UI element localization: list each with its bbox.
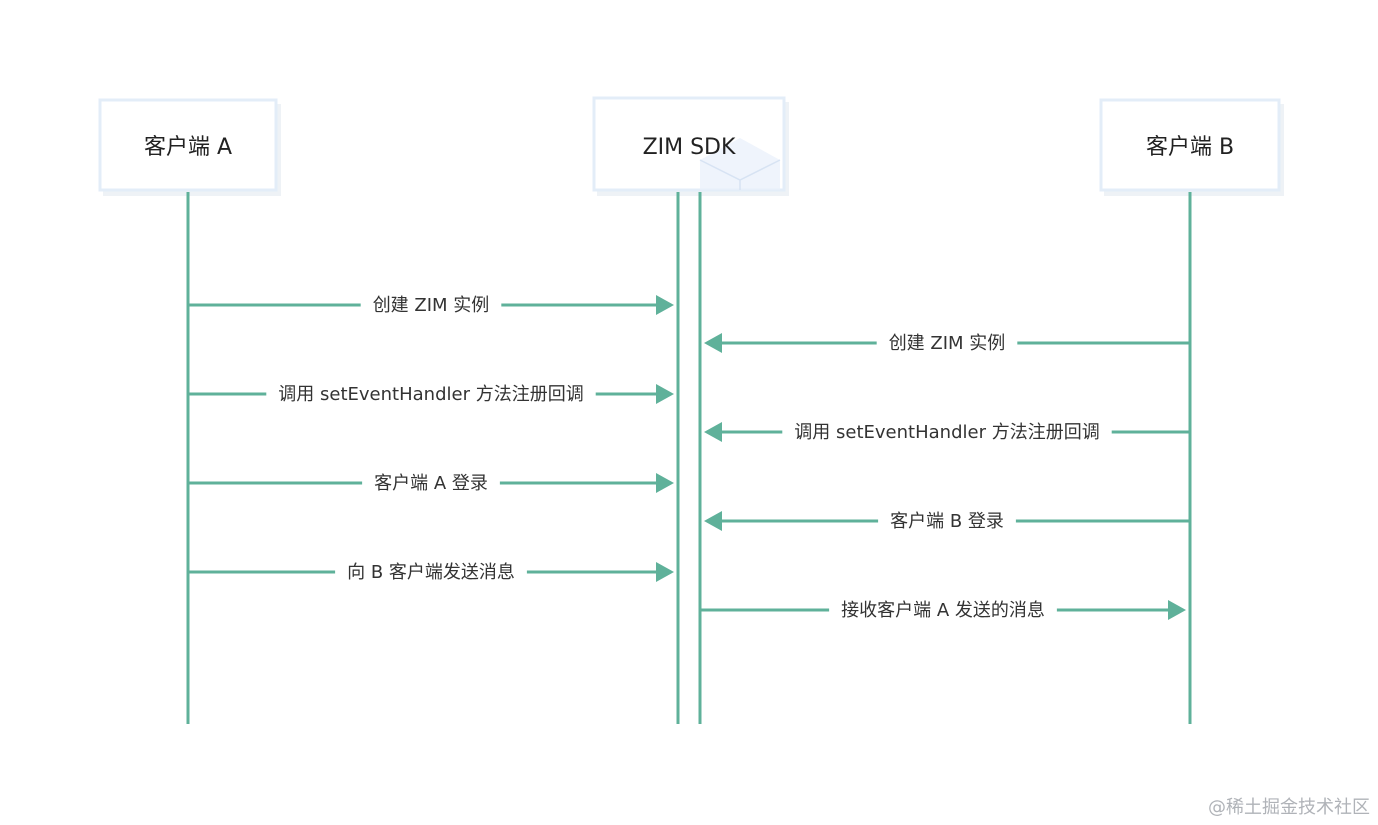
message-label: 向 B 客户端发送消息 (347, 562, 515, 583)
message-label: 创建 ZIM 实例 (889, 333, 1006, 354)
message-label: 调用 setEventHandler 方法注册回调 (794, 422, 1099, 443)
message-label: 接收客户端 A 发送的消息 (841, 600, 1045, 621)
message-7: 向 B 客户端发送消息 (188, 562, 674, 583)
arrow-head-icon (656, 384, 674, 404)
message-5: 客户端 A 登录 (188, 473, 674, 494)
arrow-head-icon (704, 422, 722, 442)
message-3: 调用 setEventHandler 方法注册回调 (188, 384, 674, 405)
message-4: 调用 setEventHandler 方法注册回调 (704, 422, 1190, 443)
watermark: @稀土掘金技术社区 (1208, 797, 1370, 818)
actor-client-b-label: 客户端 B (1146, 135, 1234, 160)
message-1: 创建 ZIM 实例 (188, 295, 674, 316)
message-6: 客户端 B 登录 (704, 511, 1190, 532)
arrow-head-icon (704, 333, 722, 353)
arrow-head-icon (1168, 600, 1186, 620)
arrow-head-icon (656, 295, 674, 315)
arrow-head-icon (704, 511, 722, 531)
actor-zim-sdk-label: ZIM SDK (643, 135, 736, 160)
actor-client-a: 客户端 A (98, 98, 281, 196)
actor-client-a-label: 客户端 A (144, 135, 232, 160)
cube-icon (699, 138, 781, 190)
message-label: 客户端 A 登录 (374, 473, 488, 494)
message-2: 创建 ZIM 实例 (704, 333, 1190, 354)
message-label: 创建 ZIM 实例 (373, 295, 490, 316)
message-8: 接收客户端 A 发送的消息 (700, 600, 1186, 621)
actor-zim-sdk: ZIM SDK (592, 96, 789, 196)
message-label: 客户端 B 登录 (890, 511, 1004, 532)
message-label: 调用 setEventHandler 方法注册回调 (278, 384, 583, 405)
actor-client-b: 客户端 B (1099, 98, 1284, 196)
arrow-head-icon (656, 562, 674, 582)
arrow-head-icon (656, 473, 674, 493)
